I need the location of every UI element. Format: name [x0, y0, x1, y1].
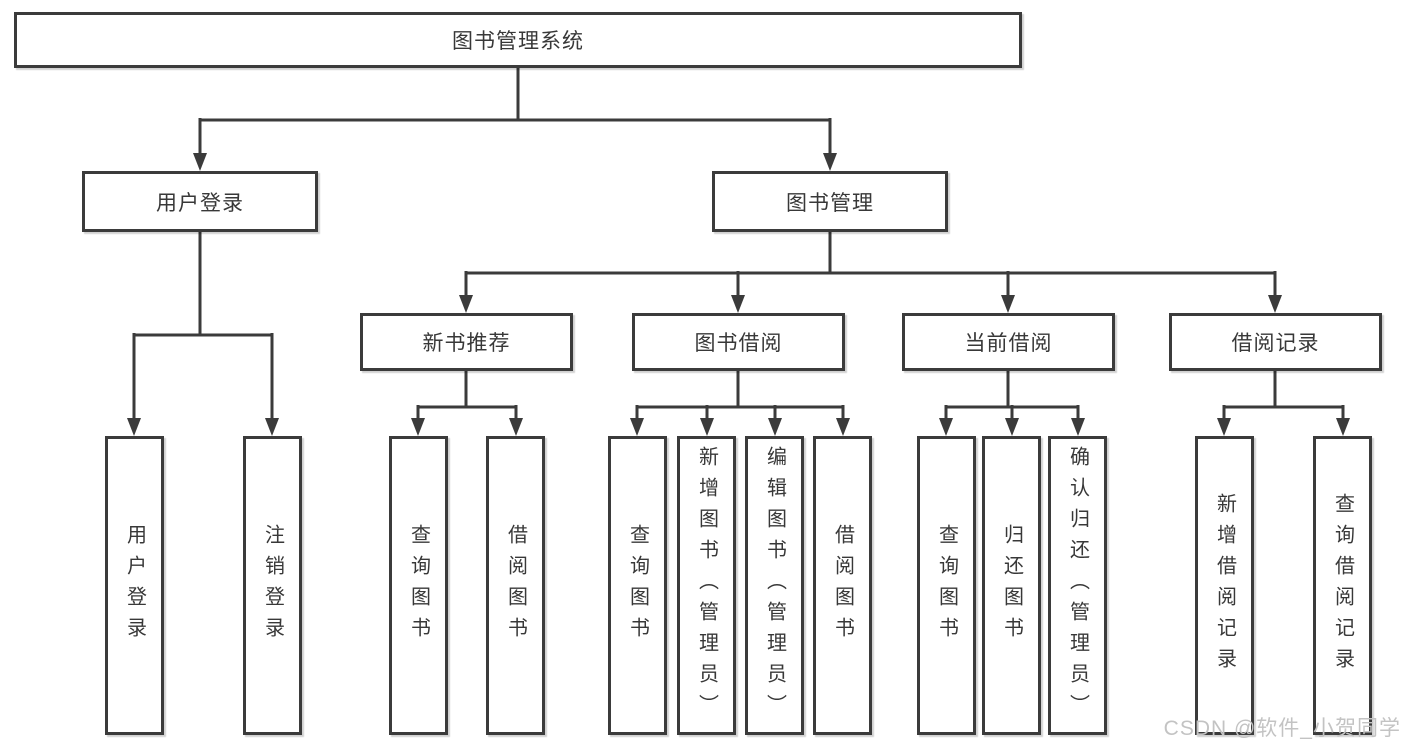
leaf-add-borrow-record: 新增借阅记录 — [1195, 436, 1254, 735]
leaf-add-borrow-record-label: 新增借阅记录 — [1213, 492, 1236, 679]
node-book-borrow: 图书借阅 — [632, 313, 845, 371]
leaf-add-book-admin: 新增图书（管理员） — [677, 436, 736, 735]
node-borrow-record: 借阅记录 — [1169, 313, 1382, 371]
leaf-query-book-1-label: 查询图书 — [407, 523, 430, 648]
leaf-user-login-label: 用户登录 — [123, 523, 146, 648]
node-user-login-label: 用户登录 — [156, 191, 244, 215]
leaf-borrow-book-2-label: 借阅图书 — [831, 523, 854, 648]
node-new-book-recommend-label: 新书推荐 — [422, 332, 511, 355]
leaf-logout-label: 注销登录 — [261, 523, 284, 648]
node-book-management-label: 图书管理 — [786, 191, 874, 215]
leaf-query-book-3: 查询图书 — [917, 436, 976, 735]
node-root-label: 图书管理系统 — [452, 30, 584, 53]
csdn-watermark: CSDN @软件_小贺同学 — [1163, 717, 1401, 740]
leaf-borrow-book-1: 借阅图书 — [486, 436, 545, 735]
leaf-user-login: 用户登录 — [105, 436, 164, 735]
leaf-edit-book-admin-label: 编辑图书（管理员） — [763, 446, 786, 725]
leaf-confirm-return-admin-label: 确认归还（管理员） — [1066, 446, 1089, 725]
leaf-return-book: 归还图书 — [982, 436, 1041, 735]
node-book-borrow-label: 图书借阅 — [694, 332, 783, 355]
node-new-book-recommend: 新书推荐 — [360, 313, 573, 371]
leaf-confirm-return-admin: 确认归还（管理员） — [1048, 436, 1107, 735]
leaf-query-book-3-label: 查询图书 — [935, 523, 958, 648]
leaf-borrow-book-1-label: 借阅图书 — [504, 523, 527, 648]
node-current-borrow: 当前借阅 — [902, 313, 1115, 371]
leaf-add-book-admin-label: 新增图书（管理员） — [695, 446, 718, 725]
leaf-return-book-label: 归还图书 — [1000, 523, 1023, 648]
leaf-logout: 注销登录 — [243, 436, 302, 735]
leaf-edit-book-admin: 编辑图书（管理员） — [745, 436, 804, 735]
leaf-query-book-2-label: 查询图书 — [626, 523, 649, 648]
node-borrow-record-label: 借阅记录 — [1231, 332, 1320, 355]
leaf-query-book-2: 查询图书 — [608, 436, 667, 735]
node-root: 图书管理系统 — [14, 12, 1022, 68]
leaf-query-borrow-record-label: 查询借阅记录 — [1331, 492, 1354, 679]
leaf-query-borrow-record: 查询借阅记录 — [1313, 436, 1372, 735]
leaf-query-book-1: 查询图书 — [389, 436, 448, 735]
node-book-management: 图书管理 — [712, 171, 948, 232]
leaf-borrow-book-2: 借阅图书 — [813, 436, 872, 735]
node-user-login: 用户登录 — [82, 171, 318, 232]
node-current-borrow-label: 当前借阅 — [964, 332, 1053, 355]
